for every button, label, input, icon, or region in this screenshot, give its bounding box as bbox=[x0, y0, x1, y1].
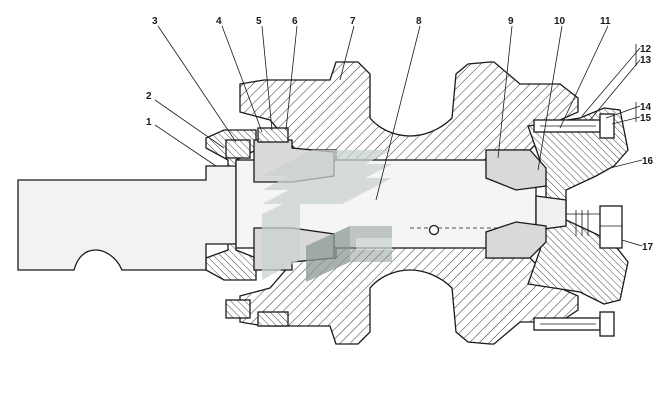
oil-hole bbox=[428, 224, 440, 236]
seal-upper-mid bbox=[257, 127, 289, 143]
callout-5: 5 bbox=[256, 16, 262, 27]
shaft-end bbox=[535, 195, 567, 231]
callout-12: 12 bbox=[640, 44, 652, 55]
callout-9: 9 bbox=[508, 16, 514, 27]
bolt-upper bbox=[533, 113, 615, 139]
bolt-lower bbox=[533, 311, 615, 337]
callout-14: 14 bbox=[640, 102, 652, 113]
right-bearing-upper bbox=[485, 149, 547, 191]
shaft-neck bbox=[566, 210, 600, 236]
callout-8: 8 bbox=[416, 16, 422, 27]
callout-7: 7 bbox=[350, 16, 356, 27]
callout-6: 6 bbox=[292, 16, 298, 27]
shaft bbox=[17, 165, 237, 271]
right-bearing-lower bbox=[485, 221, 547, 259]
seal-lower-left bbox=[225, 299, 251, 319]
callout-2: 2 bbox=[146, 91, 152, 102]
watermark-logo bbox=[262, 150, 392, 282]
callout-4: 4 bbox=[216, 16, 222, 27]
callout-16: 16 bbox=[642, 156, 654, 167]
callout-1: 1 bbox=[146, 117, 152, 128]
end-plug bbox=[599, 205, 623, 249]
leader-lines bbox=[154, 25, 643, 247]
callout-13: 13 bbox=[640, 55, 652, 66]
callout-11: 11 bbox=[600, 16, 611, 27]
seal-lower-mid bbox=[257, 311, 289, 327]
callout-10: 10 bbox=[554, 16, 566, 27]
seal-upper-left bbox=[225, 139, 251, 159]
callout-15: 15 bbox=[640, 113, 652, 124]
callout-3: 3 bbox=[152, 16, 158, 27]
callout-17: 17 bbox=[642, 242, 654, 253]
